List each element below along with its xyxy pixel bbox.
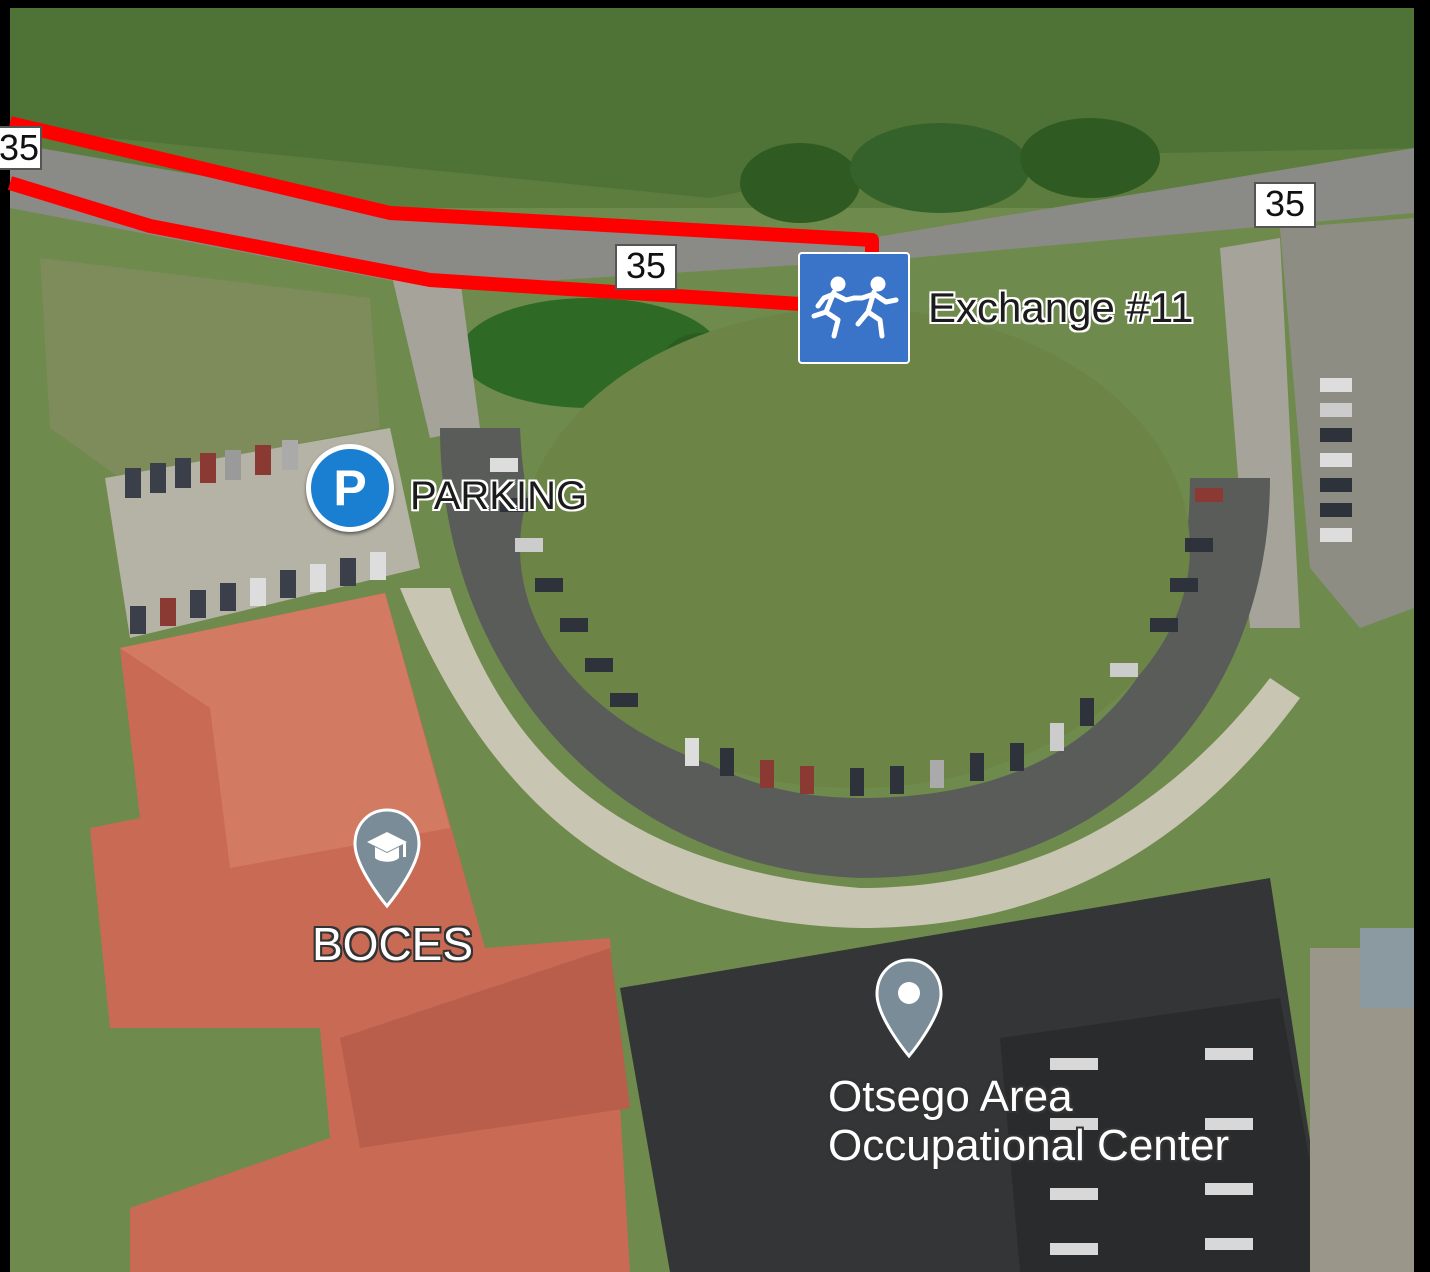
occupational-center-label-line2: Occupational Center [828,1121,1230,1170]
parking-label: PARKING [410,474,588,518]
relay-runners-icon [811,276,899,339]
parking-icon[interactable]: P [306,444,394,532]
graduation-cap-pin-icon[interactable] [350,806,424,910]
location-pin-icon[interactable] [872,956,946,1060]
exchange-label: Exchange #11 [928,284,1194,331]
satellite-imagery [7,8,1414,1272]
exchange-marker[interactable] [798,252,910,364]
road-shield-35: 35 [615,244,677,290]
occupational-center-label-line1: Otsego Area [828,1072,1073,1121]
boces-label: BOCES [312,918,474,970]
road-shield-35: 35 [0,126,42,170]
satellite-map[interactable]: 35 35 35 Exchange #11 P PARKING [0,8,1414,1272]
road-shield-35: 35 [1254,182,1316,228]
